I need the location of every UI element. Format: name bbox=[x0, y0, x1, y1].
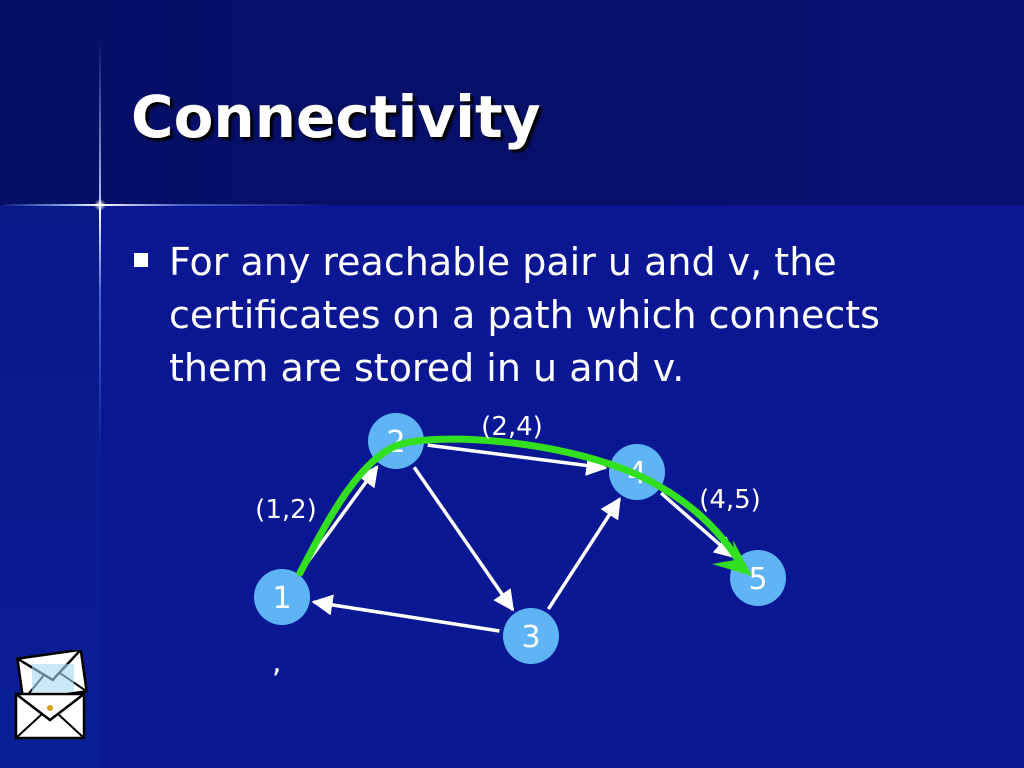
edge-3-1 bbox=[311, 594, 500, 633]
decorative-vertical-line bbox=[99, 40, 101, 460]
edge-label-1-2: (1,2) bbox=[255, 495, 317, 525]
node-label-5: 5 bbox=[748, 562, 767, 597]
highlighted-path bbox=[296, 435, 746, 577]
edge-4-5 bbox=[659, 491, 736, 559]
decorative-sparkle bbox=[94, 199, 106, 211]
title-band bbox=[0, 0, 1024, 205]
edges bbox=[299, 443, 736, 633]
edge-2-3 bbox=[412, 466, 515, 612]
bullet-square-icon bbox=[134, 253, 148, 267]
edge-label-4-5: (4,5) bbox=[699, 485, 761, 515]
node-label-1: 1 bbox=[272, 581, 291, 616]
bullet-text: For any reachable pair u and v, the cert… bbox=[169, 240, 880, 390]
envelope-icon bbox=[14, 650, 89, 740]
node-circle-1 bbox=[254, 569, 310, 625]
slide-title: Connectivity bbox=[131, 83, 541, 151]
edge-labels: (1,2) (2,4) (4,5) bbox=[255, 412, 761, 525]
node-label-3: 3 bbox=[521, 620, 540, 655]
node-3: 3 bbox=[503, 608, 559, 664]
content-area bbox=[100, 205, 1024, 768]
stray-comma-mark: , bbox=[272, 645, 282, 680]
edge-3-4 bbox=[546, 497, 622, 611]
edge-label-2-4: (2,4) bbox=[481, 412, 543, 442]
node-circle-3 bbox=[503, 608, 559, 664]
decorative-horizontal-line bbox=[0, 204, 330, 206]
node-1: 1 bbox=[254, 569, 310, 625]
edge-2-4 bbox=[427, 443, 608, 476]
highlighted-path-arrowhead bbox=[712, 540, 752, 576]
